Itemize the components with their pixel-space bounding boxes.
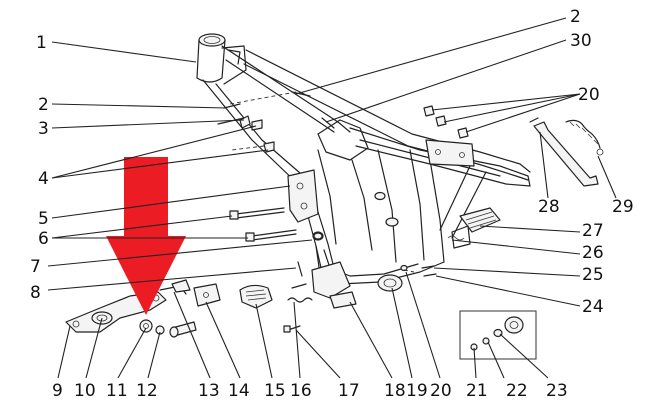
left-footpeg-bracket (65, 279, 197, 338)
leader-lines (47, 17, 617, 379)
callout-2-top: 2 (570, 7, 581, 27)
peg-spring (283, 261, 313, 333)
callout-23: 23 (546, 381, 568, 401)
callout-17: 17 (338, 381, 360, 401)
left-footpeg (239, 284, 273, 309)
callout-18: 18 (384, 381, 406, 401)
callout-30: 30 (570, 31, 592, 51)
callout-9: 9 (52, 381, 63, 401)
callout-24: 24 (582, 297, 604, 317)
callout-7: 7 (30, 257, 41, 277)
callout-labels: 1 2 30 2 20 3 4 5 6 7 8 27 28 29 26 25 2… (30, 7, 634, 401)
red-arrow (106, 157, 186, 315)
engine-mount-bolts (229, 207, 323, 242)
callout-28: 28 (538, 197, 560, 217)
callout-4: 4 (38, 169, 49, 189)
inset-box (459, 310, 537, 360)
callout-14: 14 (228, 381, 250, 401)
hidden-lines (229, 91, 415, 273)
callout-20-top: 20 (578, 85, 600, 105)
callout-16: 16 (290, 381, 312, 401)
callout-27: 27 (582, 221, 604, 241)
side-stand (529, 117, 604, 187)
callout-1: 1 (36, 33, 47, 53)
callout-2-left: 2 (38, 95, 49, 115)
callout-13: 13 (198, 381, 220, 401)
callout-3: 3 (38, 119, 49, 139)
callout-15: 15 (264, 381, 286, 401)
pins (400, 264, 437, 277)
callout-11: 11 (106, 381, 128, 401)
callout-22: 22 (506, 381, 528, 401)
callout-29: 29 (612, 197, 634, 217)
top-nuts (291, 91, 469, 139)
callout-6: 6 (38, 229, 49, 249)
callout-19: 19 (406, 381, 428, 401)
callout-12: 12 (136, 381, 158, 401)
callout-10: 10 (74, 381, 96, 401)
callout-25: 25 (582, 265, 604, 285)
callout-26: 26 (582, 243, 604, 263)
right-footpeg (447, 207, 501, 249)
callout-8: 8 (30, 283, 41, 303)
callout-20-bottom: 20 (430, 381, 452, 401)
callout-5: 5 (38, 209, 49, 229)
callout-21: 21 (466, 381, 488, 401)
small-plate (193, 283, 221, 307)
